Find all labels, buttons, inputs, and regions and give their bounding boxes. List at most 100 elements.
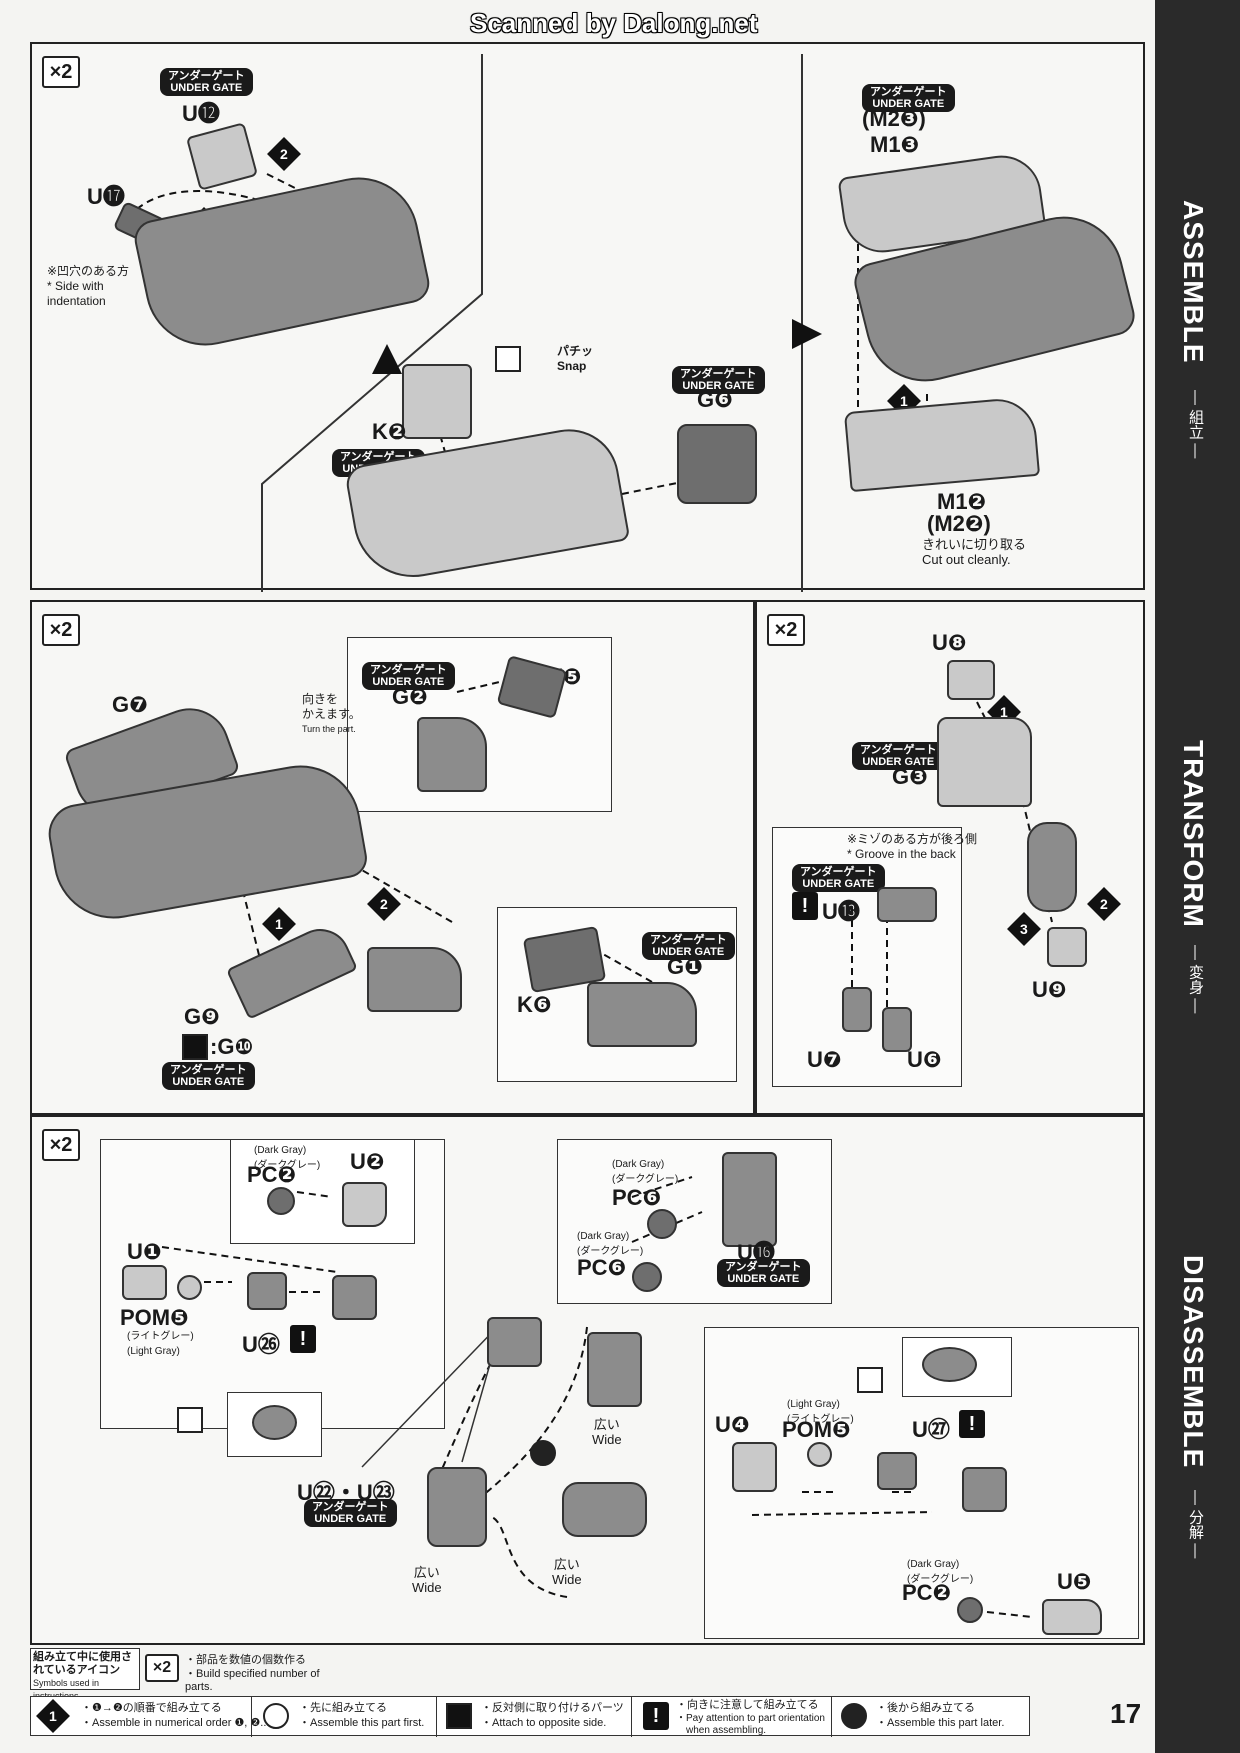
pom5-color-label-2: (Light Gray)(ライトグレー) [787,1399,854,1425]
attach-opposite-icon [182,1034,208,1060]
part-u26: U㉖ [242,1332,280,1357]
orientation-warning-icon: ! [792,892,818,920]
part-m2-3: (M2❸) [862,106,926,131]
socket-block-shape [587,1332,642,1407]
assemble-first-icon [495,346,521,372]
part-u27-shape [877,1452,917,1490]
part-m1-2-shape [843,395,1041,493]
part-u4-shape [732,1442,777,1492]
part-g3-shape [937,717,1032,807]
part-g6-shape [677,424,757,504]
sidebar-assemble-jp: — 組立 — [1187,390,1204,459]
pc2-color-label-2: (Dark Gray)(ダークグレー) [907,1559,974,1585]
assemble-later-icon [841,1703,867,1729]
part-k2-shape [402,364,472,439]
part-pom5-2: POM❺ [782,1417,851,1442]
assemble-first-icon [263,1703,289,1729]
step-1-badge: 1 [36,1699,70,1733]
part-pom5-shape [177,1275,202,1300]
part-m2-2: (M2❷) [927,511,991,536]
u27-detail-shape [922,1347,977,1382]
part-u6: U❻ [907,1047,942,1072]
joint-ball-shape [487,1317,542,1367]
part-pc2-2: PC❷ [902,1580,952,1605]
part-pc6-shape [647,1209,677,1239]
part-u27: U㉗ [912,1417,950,1442]
x2-badge: ×2 [145,1654,179,1682]
part-u1-shape [122,1265,167,1300]
part-g1-shape [587,982,697,1047]
part-u17: U⓱ [87,184,125,209]
part-pc2: PC❷ [247,1162,297,1187]
part-m1-3: M1❸ [870,132,920,157]
part-u4: U❹ [715,1412,750,1437]
arm-joint-shape [962,1467,1007,1512]
pc6-color-label-2: (Dark Gray)(ダークグレー) [577,1231,644,1257]
page-number: 17 [1110,1698,1142,1729]
part-u16-shape [722,1152,777,1247]
part-pom5-shape-2 [807,1442,832,1467]
part-u1: U❶ [127,1239,162,1264]
part-pom5: POM❺ [120,1305,189,1330]
x2-badge: ×2 [42,56,80,88]
part-u9: U❾ [1032,977,1067,1002]
part-u8: U❽ [932,630,967,655]
part-u1-arm-shape [332,1275,377,1320]
hinge-shape [1027,822,1077,912]
part-u26-shape [247,1272,287,1310]
pc6-color-label: (Dark Gray)(ダークグレー) [612,1159,679,1185]
pom5-color-label: (ライトグレー)(Light Gray) [127,1331,194,1357]
part-u9-shape [1047,927,1087,967]
turn-note: 向きをかえます。Turn the part. [302,692,361,734]
part-g6: G❻ [697,387,733,412]
attach-opposite-icon [446,1703,472,1729]
part-pc2-shape [267,1187,295,1215]
orientation-warning-icon: ! [643,1702,669,1730]
part-pc6-2: PC❻ [577,1255,627,1280]
part-g10: :G❿ [210,1034,254,1059]
sidebar-disassemble: DISASSEMBLE [1178,1255,1209,1469]
part-g9: G❾ [184,1004,220,1029]
part-u5: U❺ [1057,1569,1092,1594]
part-g2: G❷ [392,684,428,709]
part-u7-shape [842,987,872,1032]
part-pc6-shape-2 [632,1262,662,1292]
part-u7: U❼ [807,1047,842,1072]
x2-badge: ×2 [767,614,805,646]
joint-block-shape [562,1482,647,1537]
part-u13: U⓭ [822,899,860,924]
sidebar-transform-jp: — 変身 — [1187,945,1204,1014]
assemble-first-icon [857,1367,883,1393]
sidebar-assemble: ASSEMBLE [1178,200,1209,364]
part-k6: K❻ [517,992,552,1017]
orientation-warning-icon: ! [959,1410,985,1438]
part-g1: G❶ [667,954,703,979]
part-u12: U⓬ [182,101,220,126]
part-u22-u23-shape [427,1467,487,1547]
orientation-warning-icon: ! [290,1325,316,1353]
part-u2: U❷ [350,1149,385,1174]
sidebar: ASSEMBLE — 組立 — TRANSFORM — 変身 — DISASSE… [1155,0,1240,1753]
x2-badge: ×2 [42,1129,80,1161]
part-u2-shape [342,1182,387,1227]
part-u6-shape [882,1007,912,1052]
part-g1-arm-shape [367,947,462,1012]
legend-x2: ×2 ・部品を数値の個数作る ・Build specified number o… [145,1650,335,1693]
part-pc6: PC❻ [612,1185,662,1210]
